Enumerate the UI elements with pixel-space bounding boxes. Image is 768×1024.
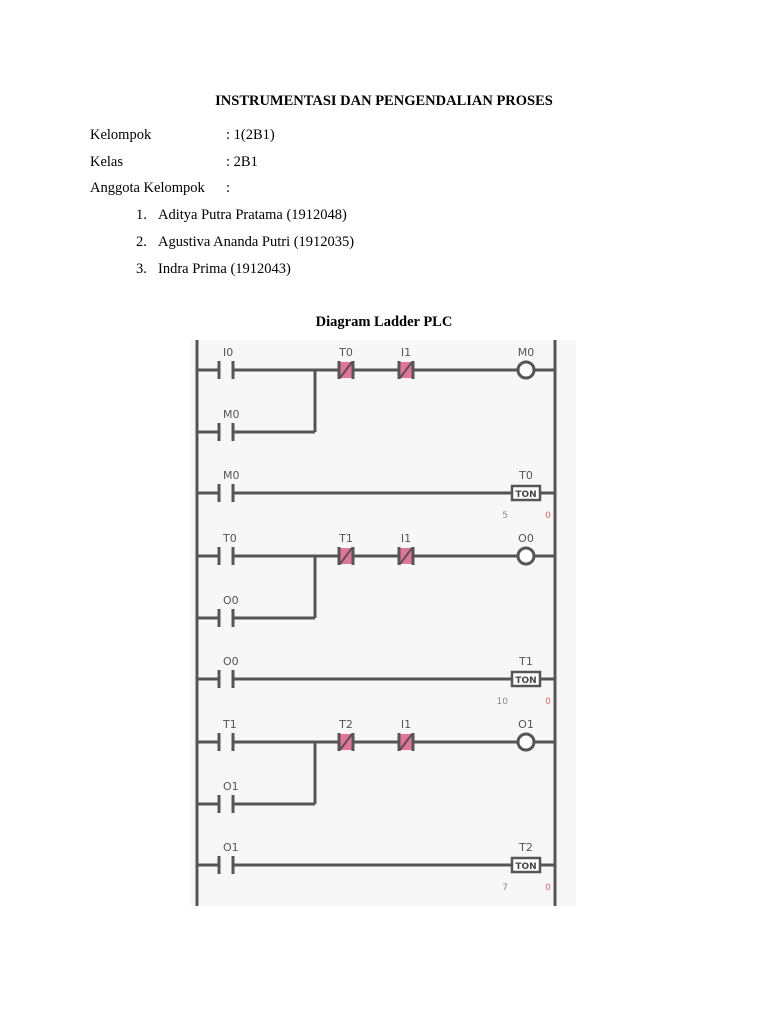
- ton-block: [510, 856, 542, 874]
- timer-current: 0: [545, 511, 551, 521]
- contact-label: T0: [222, 532, 237, 545]
- diagram-title: Diagram Ladder PLC: [315, 314, 453, 330]
- contact-label: M0: [223, 408, 240, 421]
- timer-preset: 7: [502, 883, 508, 893]
- info-label: Kelas: [90, 154, 124, 170]
- timer-label: T1: [518, 655, 533, 668]
- contact-label: I1: [401, 346, 411, 359]
- contact-label: O0: [223, 594, 239, 607]
- contact-label: O1: [223, 780, 239, 793]
- ton-label: TON: [515, 490, 536, 500]
- contact-label: T1: [338, 532, 353, 545]
- contact-label: M0: [223, 469, 240, 482]
- nc-contact-slash: [339, 733, 353, 751]
- contact-label: I0: [223, 346, 233, 359]
- contact-label: T0: [338, 346, 353, 359]
- info-value: : 1(2B1): [226, 127, 275, 143]
- member-item: 1. Aditya Putra Pratama (1912048): [136, 207, 347, 224]
- contact-label: T1: [222, 718, 237, 731]
- member-item: 2. Agustiva Ananda Putri (1912035): [136, 234, 354, 251]
- nc-contact-slash: [399, 733, 413, 751]
- contact-label: I1: [401, 718, 411, 731]
- timer-label: T2: [518, 841, 533, 854]
- coil-label: O1: [518, 718, 534, 731]
- info-value: : 2B1: [226, 154, 258, 170]
- coil-label: O0: [518, 532, 534, 545]
- contact-label: I1: [401, 532, 411, 545]
- timer-current: 0: [545, 697, 551, 707]
- coil-label: M0: [518, 346, 535, 359]
- contact-label: O0: [223, 655, 239, 668]
- ton-label: TON: [515, 862, 536, 872]
- timer-preset: 5: [502, 511, 508, 521]
- info-label: Kelompok: [90, 127, 152, 143]
- contact-label: O1: [223, 841, 239, 854]
- nc-contact-slash: [339, 361, 353, 379]
- ton-block: [510, 670, 542, 688]
- member-item: 3. Indra Prima (1912043): [136, 261, 291, 278]
- info-label: Anggota Kelompok: [90, 180, 205, 196]
- ton-block: [510, 484, 542, 502]
- ton-label: TON: [515, 676, 536, 686]
- nc-contact-slash: [399, 361, 413, 379]
- coil-circle: [516, 732, 536, 752]
- timer-current: 0: [545, 883, 551, 893]
- nc-contact-slash: [399, 547, 413, 565]
- nc-contact-slash: [339, 547, 353, 565]
- document-title: INSTRUMENTASI DAN PENGENDALIAN PROSES: [215, 93, 553, 109]
- timer-label: T0: [518, 469, 533, 482]
- timer-preset: 10: [497, 697, 509, 707]
- member-number: 3.: [136, 261, 147, 277]
- member-number: 2.: [136, 234, 147, 250]
- contact-label: T2: [338, 718, 353, 731]
- coil-circle: [516, 360, 536, 380]
- member-name: Indra Prima (1912043): [158, 261, 291, 277]
- ladder-background: [190, 340, 576, 906]
- member-name: Agustiva Ananda Putri (1912035): [158, 234, 355, 250]
- member-number: 1.: [136, 207, 147, 223]
- info-value: :: [226, 180, 231, 196]
- member-name: Aditya Putra Pratama (1912048): [158, 207, 347, 223]
- coil-circle: [516, 546, 536, 566]
